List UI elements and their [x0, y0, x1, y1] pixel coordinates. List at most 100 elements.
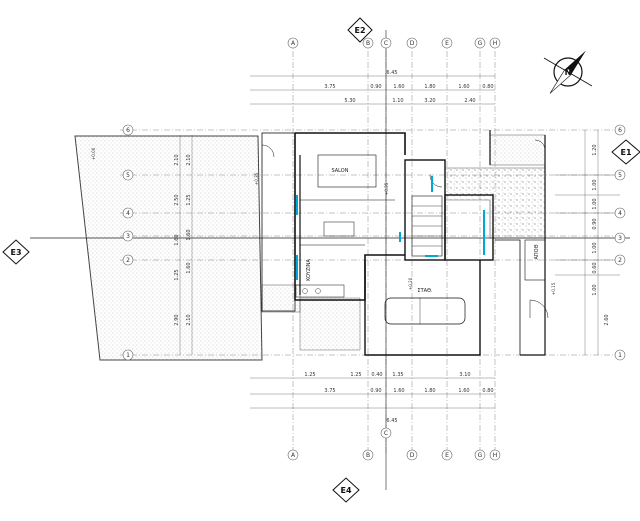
dim-bot-r2-5: 0.80: [482, 388, 493, 394]
dim-left-3: 1.25: [174, 269, 180, 280]
dim-top-r1-2: 1.60: [393, 84, 404, 90]
dim-right-7: 2.60: [604, 314, 610, 325]
north-letter: N: [565, 68, 572, 77]
section-label-e1: E1: [620, 148, 631, 157]
dim-right-5: 0.60: [592, 262, 598, 273]
room-label-kitchen: KOYZINA: [306, 259, 312, 281]
level-l4: +0.20: [408, 277, 413, 290]
level-l1: +0.00: [91, 147, 96, 160]
dim-top-r1-3: 1.80: [424, 84, 435, 90]
row-label-3-left: 3: [126, 233, 130, 240]
level-l3: +0.35: [384, 182, 389, 195]
level-l5: +0.15: [551, 282, 556, 295]
dim-bot-r1-4: 3.10: [459, 372, 470, 378]
dim-top-r1-1: 0.90: [370, 84, 381, 90]
grid-label-c-top: C: [384, 40, 388, 47]
left-dimensions: 2.10 2.50 1.60 1.25 2.90 2.10 1.25 1.60 …: [174, 154, 192, 325]
grid-bubbles-top: [287, 37, 501, 49]
dim-leftb-2: 1.60: [186, 229, 192, 240]
grid-labels-top: A B C D E G H: [291, 40, 497, 47]
row-label-1-left: 1: [126, 352, 130, 359]
dimension-lines: [179, 75, 620, 409]
grid-label-g-bot: G: [478, 452, 483, 459]
row-label-5-right: 5: [618, 172, 622, 179]
section-marker-e3: E3: [2, 239, 30, 265]
dim-bot-r2-1: 0.90: [370, 388, 381, 394]
dim-bot-r2-3: 1.80: [424, 388, 435, 394]
dim-top-r2-2: 3.20: [424, 98, 435, 104]
dim-bot-r1-0: 1.25: [304, 372, 315, 378]
dim-left-1: 2.50: [174, 194, 180, 205]
dim-top-r1-0: 3.75: [324, 84, 335, 90]
north-arrow-icon: N: [543, 50, 593, 94]
dim-leftb-1: 1.25: [186, 194, 192, 205]
building-walls: [261, 130, 549, 356]
row-label-3-right: 3: [618, 235, 622, 242]
grid-labels-bottom: A B C D E G H: [291, 430, 497, 459]
grid-label-a-top: A: [291, 40, 296, 47]
dim-right-3: 0.90: [592, 218, 598, 229]
windows: [296, 176, 485, 280]
dim-bot-r1-1: 1.25: [350, 372, 361, 378]
row-label-5-left: 5: [126, 172, 130, 179]
dim-top-r2-1: 1.10: [392, 98, 403, 104]
dim-top-r1-4: 1.60: [458, 84, 469, 90]
section-label-e3: E3: [10, 248, 21, 257]
grid-label-e-bot: E: [445, 452, 449, 459]
level-annotations: +0.00 +0.35 +0.35 +0.20 +0.15: [91, 147, 556, 295]
dim-bot-r2-0: 3.75: [324, 388, 335, 394]
section-label-e2: E2: [354, 26, 365, 35]
dim-right-1: 1.00: [592, 179, 598, 190]
section-marker-e2: E2: [347, 17, 373, 43]
row-label-2-left: 2: [126, 257, 130, 264]
right-dimensions: 1.20 1.00 1.00 0.90 1.00 0.60 1.00 2.60: [592, 144, 610, 325]
room-label-parking: ΣΤΑΘ.: [417, 288, 433, 294]
dim-right-0: 1.20: [592, 144, 598, 155]
section-marker-e1: E1: [611, 139, 640, 165]
grid-label-g-top: G: [478, 40, 483, 47]
dim-top-r1-5: 0.80: [482, 84, 493, 90]
dim-bot-r1-2: 0.40: [371, 372, 382, 378]
row-label-6-right: 6: [618, 127, 622, 134]
dim-top-total: 6.45: [386, 70, 397, 76]
dim-top-r2-3: 2.40: [464, 98, 475, 104]
dim-leftb-3: 1.60: [186, 262, 192, 273]
grid-labels-rows: 6 5 4 3 2 1 6 5 4 3 2 1: [126, 127, 622, 359]
dim-left-0: 2.10: [174, 154, 180, 165]
dim-right-2: 1.00: [592, 198, 598, 209]
site-terrace-area: [74, 134, 546, 361]
grid-label-e-top: E: [445, 40, 449, 47]
grid-label-b-bot: B: [366, 452, 370, 459]
dim-leftb-0: 2.10: [186, 154, 192, 165]
row-label-4-right: 4: [618, 210, 622, 217]
grid-label-d-bot: D: [410, 452, 415, 459]
dim-top-r2-0: 5.30: [344, 98, 355, 104]
grid-label-h-top: H: [493, 40, 498, 47]
dim-right-6: 1.00: [592, 284, 598, 295]
grid-bubbles-rows: [122, 124, 626, 361]
room-label-depot: ΑΠΟΘ: [534, 244, 540, 259]
grid-label-h-bot: H: [493, 452, 498, 459]
bottom-dimensions: 1.25 1.25 0.40 1.35 3.10 3.75 0.90 1.60 …: [304, 372, 493, 424]
section-label-e4: E4: [340, 486, 351, 495]
dim-left-4: 2.90: [174, 314, 180, 325]
grid-bubbles-bottom: [287, 427, 501, 461]
dim-left-2: 1.60: [174, 234, 180, 245]
dim-bot-total: 6.45: [386, 418, 397, 424]
top-dimensions: 6.45 3.75 0.90 1.60 1.80 1.60 0.80 5.30 …: [324, 70, 493, 104]
grid-label-b-top: B: [366, 40, 370, 47]
row-label-1-right: 1: [618, 352, 622, 359]
grid-label-c-bot: C: [384, 430, 388, 437]
row-label-6-left: 6: [126, 127, 130, 134]
grid-label-a-bot: A: [291, 452, 296, 459]
dim-bot-r2-2: 1.60: [393, 388, 404, 394]
section-marker-e4: E4: [332, 477, 360, 503]
room-labels: SALON KOYZINA ΣΤΑΘ. ΑΠΟΘ: [306, 168, 540, 294]
dim-bot-r2-4: 1.60: [458, 388, 469, 394]
room-label-salon: SALON: [332, 168, 349, 174]
row-label-2-right: 2: [618, 257, 622, 264]
row-label-4-left: 4: [126, 210, 130, 217]
level-l2: +0.35: [254, 172, 259, 185]
grid-label-d-top: D: [410, 40, 415, 47]
